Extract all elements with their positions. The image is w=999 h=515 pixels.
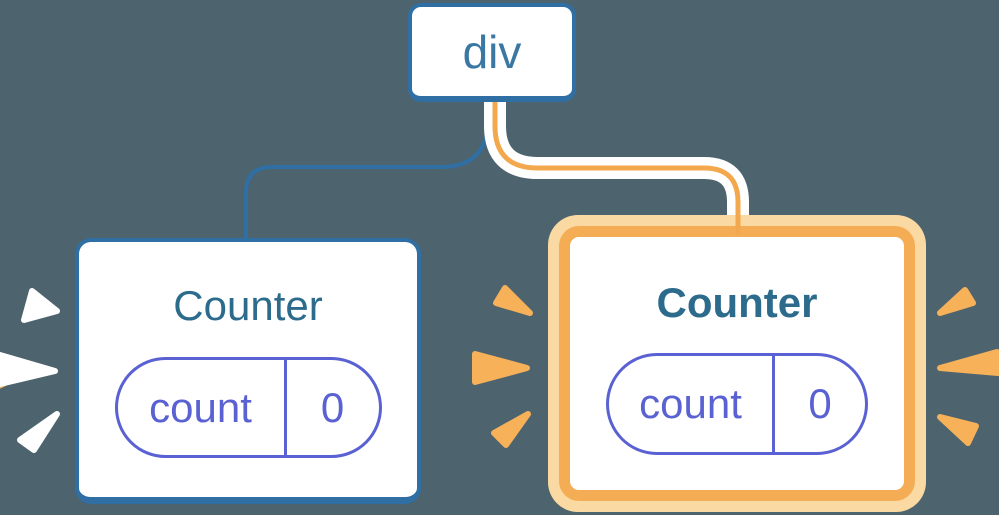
- state-key-label: count: [149, 383, 252, 431]
- counter-title: Counter: [173, 282, 323, 329]
- state-pill: count 0: [114, 357, 382, 458]
- burst-ray-orange-icon: [472, 351, 530, 385]
- burst-ray-orange-icon: [491, 411, 531, 448]
- edge-div-to-left-counter: [244, 100, 490, 242]
- counter-card-right-highlight-ring: Counter count 0: [548, 215, 926, 512]
- edge-div-to-right-counter-casing: [484, 100, 749, 217]
- burst-ray-orange-icon: [0, 365, 19, 389]
- div-node-label: div: [462, 25, 522, 78]
- state-value-label: 0: [283, 360, 379, 455]
- edge-div-to-right-counter: [492, 100, 741, 234]
- state-value-label: 0: [772, 356, 865, 452]
- counter-title: Counter: [656, 279, 818, 326]
- burst-ray-white-icon: [0, 352, 58, 387]
- burst-ray-white-icon: [17, 411, 60, 453]
- counter-card-right: Counter count 0: [559, 226, 915, 501]
- burst-ray-orange-icon: [937, 414, 979, 446]
- tree-node-div: div: [408, 3, 576, 102]
- burst-ray-orange-icon: [937, 287, 976, 316]
- state-pill: count 0: [606, 353, 868, 455]
- counter-card-left: Counter count 0: [75, 238, 421, 504]
- burst-ray-orange-icon: [493, 285, 533, 316]
- burst-ray-orange-icon: [937, 349, 999, 376]
- state-key-label: count: [639, 380, 742, 427]
- burst-ray-white-icon: [21, 288, 60, 323]
